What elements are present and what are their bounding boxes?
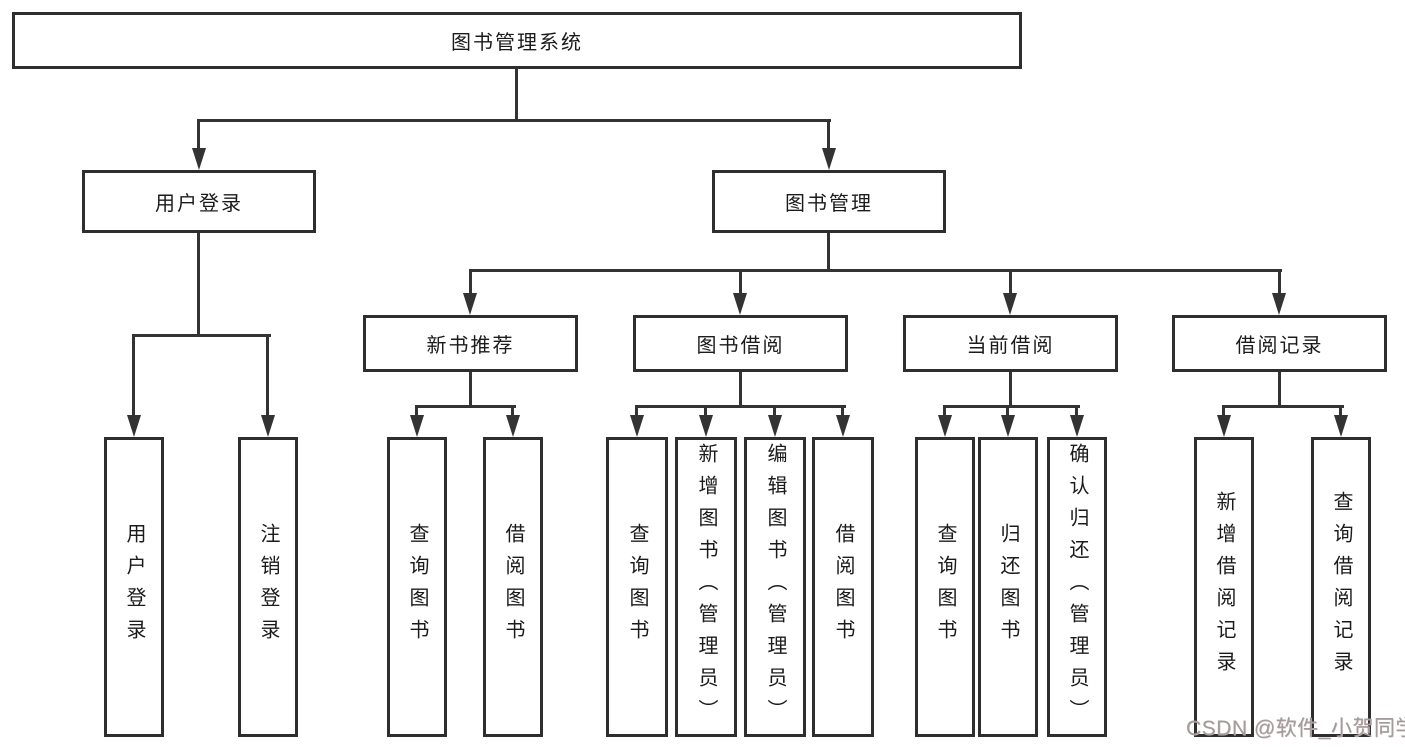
arrowhead-nb-leaf1 [410, 415, 424, 437]
connector-current-rail [943, 405, 1080, 408]
leaf-re-query-record-label: 查询借阅记录 [1330, 491, 1352, 683]
connector-nb-leaf1 [415, 405, 418, 423]
connector-br-leaf3 [773, 405, 776, 423]
node-current-borrow: 当前借阅 [903, 315, 1118, 372]
arrowhead-cu-leaf3 [1070, 415, 1084, 437]
connector-cu-leaf1 [943, 405, 946, 423]
connector-to-records [1278, 269, 1281, 296]
connector-records-stem [1278, 372, 1281, 408]
leaf-cu-confirm-return: 确认归还（管理员） [1047, 437, 1107, 737]
arrowhead-re-leaf2 [1334, 415, 1348, 437]
connector-current-stem [1009, 372, 1012, 408]
leaf-nb-query-books-label: 查询图书 [406, 523, 428, 651]
connector-cu-leaf2 [1006, 405, 1009, 423]
arrowhead-user-login [192, 148, 206, 170]
connector-re-leaf2 [1339, 405, 1342, 423]
node-book-mgmt-label: 图书管理 [785, 193, 873, 215]
leaf-br-edit-books-label: 编辑图书（管理员） [764, 443, 786, 731]
arrowhead-logout-leaf [261, 415, 275, 437]
leaf-cu-confirm-return-label: 确认归还（管理员） [1066, 443, 1088, 731]
leaf-nb-borrow-books-label: 借阅图书 [502, 523, 524, 651]
csdn-watermark: CSDN @软件_小贺同学 [1186, 717, 1405, 740]
node-current-borrow-label: 当前借阅 [966, 335, 1055, 357]
connector-level3-rail [469, 269, 1282, 272]
node-root: 图书管理系统 [12, 12, 1022, 69]
connector-to-current [1009, 269, 1012, 296]
node-user-login: 用户登录 [82, 170, 316, 233]
leaf-br-borrow-books-label: 借阅图书 [832, 523, 854, 651]
leaf-br-borrow-books: 借阅图书 [812, 437, 874, 737]
arrowhead-new-books [463, 293, 477, 315]
connector-borrowing-stem [739, 372, 742, 408]
connector-nb-leaf2 [511, 405, 514, 423]
connector-to-logout-leaf [266, 334, 269, 419]
leaf-logout-label: 注销登录 [257, 523, 279, 651]
leaf-cu-query-books-label: 查询图书 [934, 523, 956, 651]
leaf-re-query-record: 查询借阅记录 [1311, 437, 1371, 737]
node-borrow-records: 借阅记录 [1172, 315, 1387, 372]
leaf-user-login-label: 用户登录 [123, 523, 145, 651]
node-borrow-records-label: 借阅记录 [1235, 335, 1324, 357]
arrowhead-borrowing [733, 293, 747, 315]
leaf-br-query-books: 查询图书 [606, 437, 668, 737]
arrowhead-re-leaf1 [1217, 415, 1231, 437]
arrowhead-br-leaf4 [836, 415, 850, 437]
leaf-re-add-record-label: 新增借阅记录 [1213, 491, 1235, 683]
arrowhead-br-leaf3 [768, 415, 782, 437]
leaf-re-add-record: 新增借阅记录 [1194, 437, 1254, 737]
node-new-books-label: 新书推荐 [426, 335, 515, 357]
connector-user-login-stem [197, 233, 200, 337]
connector-user-login-rail [132, 334, 271, 337]
connector-level2-rail [197, 119, 831, 122]
arrowhead-records [1272, 293, 1286, 315]
arrowhead-cu-leaf2 [1001, 415, 1015, 437]
leaf-br-query-books-label: 查询图书 [626, 523, 648, 651]
connector-to-login-leaf [132, 334, 135, 419]
leaf-br-edit-books: 编辑图书（管理员） [744, 437, 806, 737]
node-book-mgmt: 图书管理 [712, 170, 946, 233]
node-borrowing-label: 图书借阅 [696, 335, 785, 357]
leaf-nb-query-books: 查询图书 [387, 437, 447, 737]
arrowhead-book-mgmt [822, 148, 836, 170]
arrowhead-br-leaf2 [699, 415, 713, 437]
arrowhead-cu-leaf1 [938, 415, 952, 437]
node-borrowing: 图书借阅 [633, 315, 848, 372]
connector-records-rail [1222, 405, 1344, 408]
connector-to-borrowing [739, 269, 742, 296]
arrowhead-current [1003, 293, 1017, 315]
arrowhead-br-leaf1 [630, 415, 644, 437]
connector-br-leaf4 [841, 405, 844, 423]
leaf-logout: 注销登录 [238, 437, 298, 737]
leaf-nb-borrow-books: 借阅图书 [483, 437, 543, 737]
leaf-cu-return-books-label: 归还图书 [997, 523, 1019, 651]
connector-to-book-mgmt [827, 119, 830, 150]
connector-root-stem [515, 69, 518, 120]
connector-book-mgmt-stem [827, 233, 830, 272]
node-root-label: 图书管理系统 [451, 32, 583, 54]
connector-re-leaf1 [1222, 405, 1225, 423]
connector-br-leaf2 [704, 405, 707, 423]
leaf-br-add-books: 新增图书（管理员） [675, 437, 737, 737]
leaf-cu-query-books: 查询图书 [915, 437, 975, 737]
arrowhead-login-leaf [127, 415, 141, 437]
connector-to-new-books [469, 269, 472, 296]
connector-new-books-stem [469, 372, 472, 408]
node-user-login-label: 用户登录 [155, 193, 243, 215]
connector-cu-leaf3 [1075, 405, 1078, 423]
connector-borrowing-rail [635, 405, 846, 408]
node-new-books: 新书推荐 [363, 315, 578, 372]
connector-new-books-rail [415, 405, 516, 408]
connector-to-user-login [197, 119, 200, 150]
leaf-cu-return-books: 归还图书 [978, 437, 1038, 737]
arrowhead-nb-leaf2 [506, 415, 520, 437]
leaf-br-add-books-label: 新增图书（管理员） [695, 443, 717, 731]
connector-br-leaf1 [635, 405, 638, 423]
leaf-user-login: 用户登录 [104, 437, 164, 737]
